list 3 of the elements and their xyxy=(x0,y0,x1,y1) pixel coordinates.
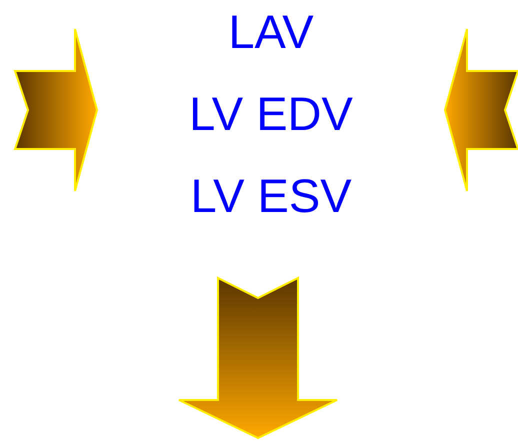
measurement-label: LAV xyxy=(228,8,314,55)
measurement-label: LV EDV xyxy=(189,90,353,137)
measurement-label: LV ESV xyxy=(190,172,352,219)
